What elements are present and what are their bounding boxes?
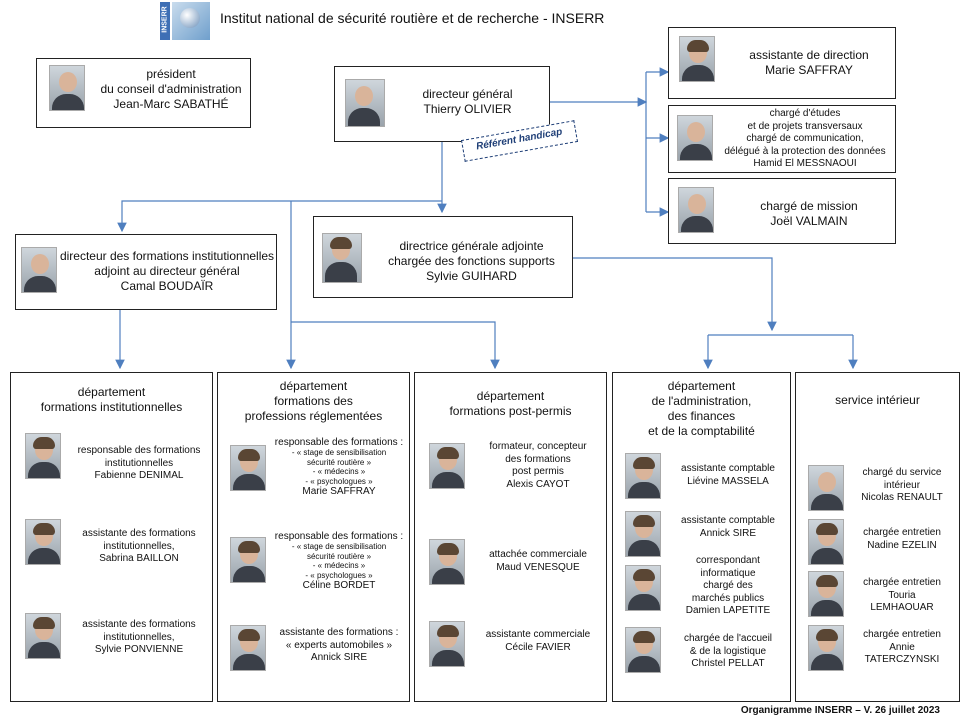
dg-photo: [345, 79, 385, 127]
inserr-logo: INSERR: [160, 2, 210, 40]
member-photo: [429, 621, 465, 667]
page-title: Institut national de sécurité routière e…: [220, 10, 605, 26]
dfi-photo: [21, 247, 57, 293]
member-photo: [808, 465, 844, 511]
member-photo: [230, 445, 266, 491]
member-photo: [808, 625, 844, 671]
member-photo: [429, 443, 465, 489]
staff-photo: [679, 36, 715, 82]
dga-photo: [322, 233, 362, 283]
dept-title: service intérieur: [835, 393, 920, 407]
staff-photo: [677, 115, 713, 161]
member-photo: [230, 537, 266, 583]
member-photo: [808, 571, 844, 617]
member-photo: [625, 627, 661, 673]
member-photo: [429, 539, 465, 585]
member-photo: [25, 519, 61, 565]
president-photo: [49, 65, 85, 111]
member-photo: [625, 511, 661, 557]
member-photo: [808, 519, 844, 565]
staff-photo: [678, 187, 714, 233]
member-photo: [230, 625, 266, 671]
member-photo: [625, 565, 661, 611]
footer-version: Organigramme INSERR – V. 26 juillet 2023: [740, 705, 940, 716]
member-photo: [25, 613, 61, 659]
member-photo: [625, 453, 661, 499]
member-photo: [25, 433, 61, 479]
logo-text: INSERR: [161, 6, 169, 33]
dfi-box: directeur des formations institutionnell…: [15, 234, 277, 310]
